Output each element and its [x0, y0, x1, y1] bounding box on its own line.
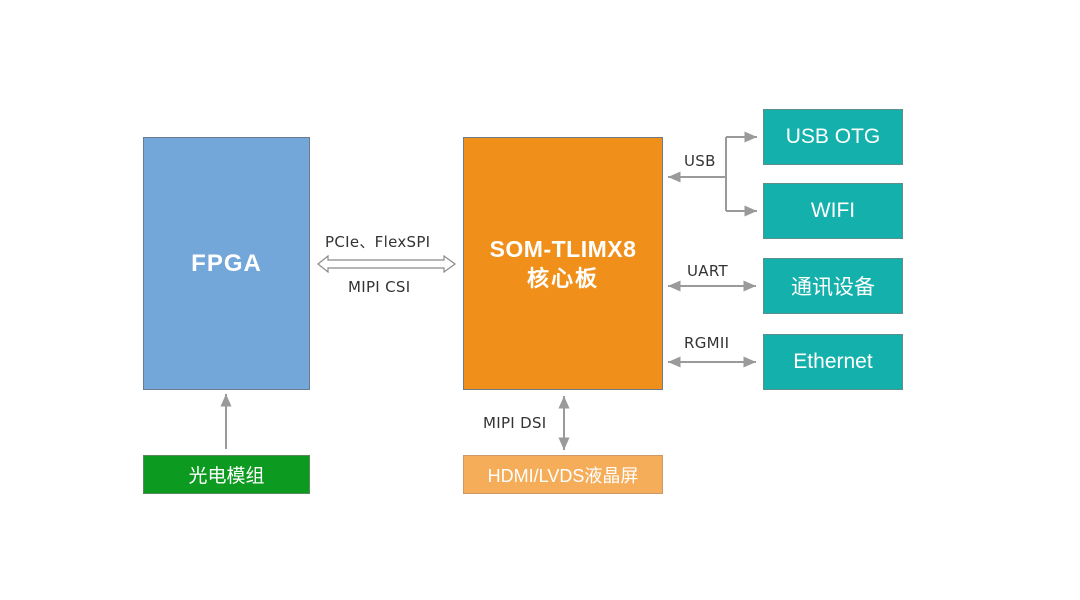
fpga-label: FPGA [191, 249, 262, 277]
uart-label: UART [687, 262, 728, 280]
mipi-dsi-label: MIPI DSI [483, 414, 547, 432]
pcie-label: PCIe、FlexSPI [325, 233, 431, 251]
comm-label: 通讯设备 [791, 276, 875, 299]
usb-label: USB [684, 152, 716, 170]
mipi-csi-label: MIPI CSI [348, 278, 411, 296]
opto-module-block: 光电模组 [143, 455, 310, 494]
wifi-label: WIFI [810, 199, 856, 222]
usb-otg-label: USB OTG [785, 125, 881, 148]
lcd-label: HDMI/LVDS液晶屏 [487, 465, 639, 486]
fpga-som-link [317, 254, 457, 274]
rgmii-label: RGMII [684, 334, 730, 352]
som-subtitle: 核心板 [526, 265, 599, 291]
som-title: SOM-TLIMX8 [489, 235, 637, 262]
usb-otg-block: USB OTG [763, 109, 903, 165]
lcd-block: HDMI/LVDS液晶屏 [463, 455, 663, 494]
usb-branch [668, 131, 757, 217]
som-block: SOM-TLIMX8 核心板 [463, 137, 663, 390]
fpga-block: FPGA [143, 137, 310, 390]
opto-label: 光电模组 [188, 466, 265, 487]
ethernet-block: Ethernet [763, 334, 903, 390]
ethernet-label: Ethernet [793, 350, 873, 373]
comm-device-block: 通讯设备 [763, 258, 903, 314]
wifi-block: WIFI [763, 183, 903, 239]
